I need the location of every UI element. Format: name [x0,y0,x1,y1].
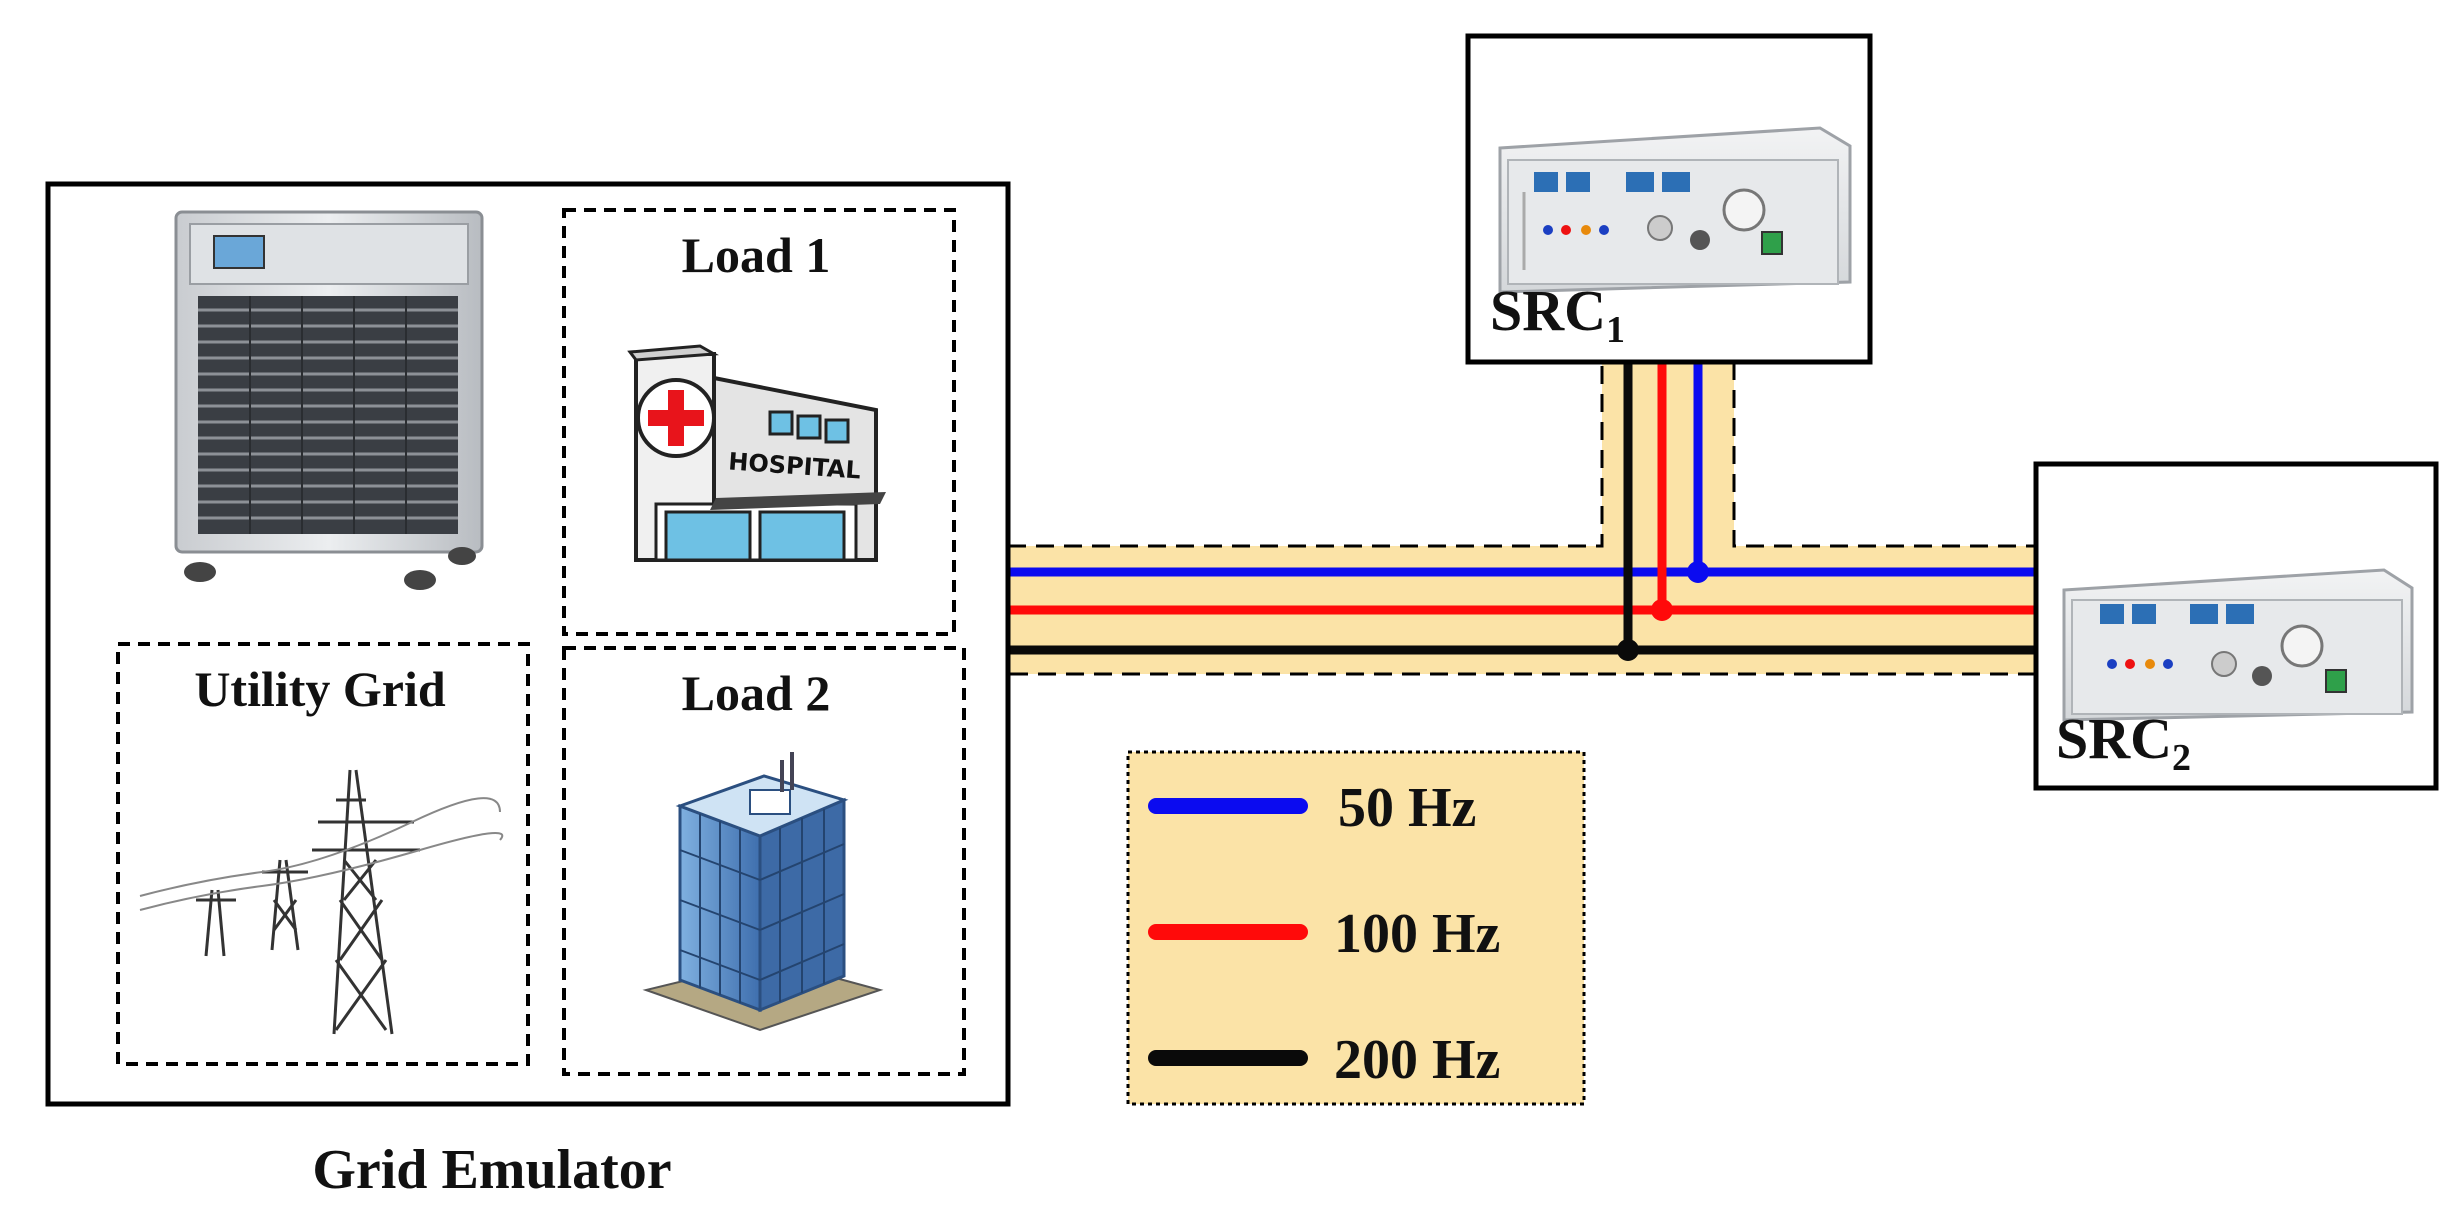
bus-band [1008,362,2036,676]
display-icon [1534,172,1558,192]
legend-label-50hz: 50 Hz [1338,777,1476,839]
src-1-unit: SRC1 [1465,33,1873,365]
grid-emulator: Load 1 HOSPITAL Utility Grid [45,181,1011,1201]
power-switch-icon [1761,231,1783,255]
legend-item-200hz: 200 Hz [1148,1029,1500,1091]
bus-band-vertical [1602,362,1734,552]
load-2-unit: Load 2 [562,646,966,1076]
src-1-label: SRC1 [1490,278,1625,351]
caster-wheel-icon [448,547,476,565]
power-supply-2-image [2062,568,2414,722]
caster-wheel-icon [184,562,216,582]
junction-50hz [1687,561,1709,583]
load-1-unit: Load 1 HOSPITAL [562,208,956,636]
legend-item-100hz: 100 Hz [1148,903,1500,965]
display-icon [2190,604,2218,624]
power-supply-1-image [1498,126,1852,294]
utility-grid-label: Utility Grid [194,661,446,717]
caster-wheel-icon [404,570,436,590]
cabinet-display-icon [213,235,265,269]
grid-emulator-caption: Grid Emulator [312,1139,671,1201]
legend-label-100hz: 100 Hz [1334,903,1500,965]
office-building-icon [642,752,884,1032]
load-2-label: Load 2 [682,665,831,721]
load-1-box [562,208,956,636]
utility-grid-box [116,642,530,1066]
emulator-cabinet-image [174,210,484,590]
display-icon [2226,604,2254,624]
legend-item-50hz: 50 Hz [1148,777,1476,839]
load-1-label: Load 1 [682,227,831,283]
power-switch-icon [2325,669,2347,693]
display-icon [1626,172,1654,192]
src-2-unit: SRC2 [2033,461,2439,791]
display-icon [1662,172,1690,192]
hospital-icon: HOSPITAL [627,344,886,562]
dial-icon [1722,188,1766,232]
load-2-box [562,646,966,1076]
display-icon [2132,604,2156,624]
dial-icon [2280,624,2324,668]
src-2-label: SRC2 [2056,706,2191,779]
junction-200hz [1617,639,1639,661]
junction-100hz [1651,599,1673,621]
legend: 50 Hz 100 Hz 200 Hz [1126,750,1586,1106]
transmission-tower-icon [139,769,504,1035]
cabinet-vent-grille [198,296,458,534]
bus-lines [1008,362,2036,661]
utility-grid-unit: Utility Grid [116,642,530,1066]
legend-label-200hz: 200 Hz [1334,1029,1500,1091]
display-icon [1566,172,1590,192]
bus-band-outline [1008,362,2036,676]
display-icon [2100,604,2124,624]
